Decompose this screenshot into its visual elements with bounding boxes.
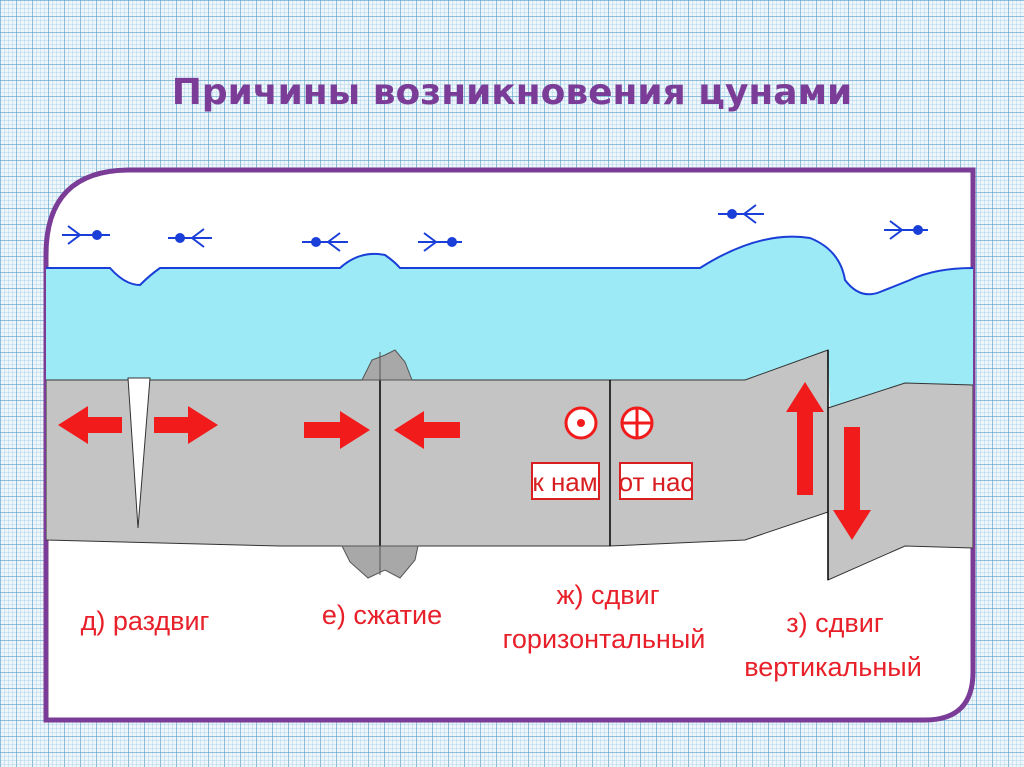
label-horizontal-shift-1: ж) сдвиг (556, 580, 659, 610)
current-arrow-left-1 (168, 228, 212, 248)
toward-label: к нам (532, 467, 597, 497)
arrow-up-vertical (786, 382, 824, 495)
crust-left (46, 379, 381, 547)
water-surface (46, 235, 973, 296)
arrow-left-compression (394, 411, 460, 449)
arrow-right-divergence (154, 406, 218, 444)
current-arrow-left-2 (302, 232, 348, 252)
arrow-left-divergence (58, 406, 122, 444)
compression-bulge-top (361, 349, 413, 381)
motion-arrows (58, 382, 871, 540)
label-compression: е) сжатие (322, 600, 442, 630)
current-arrow-left-3 (718, 204, 764, 224)
rift-crack (127, 377, 151, 529)
label-vertical-shift-1: з) сдвиг (786, 608, 884, 638)
away-label: от нас (619, 467, 694, 497)
label-vertical-shift-2: вертикальный (744, 652, 922, 682)
current-arrow-right-2 (418, 232, 462, 252)
current-arrows (62, 204, 928, 252)
current-arrow-right-3 (884, 220, 928, 240)
current-arrow-right-1 (62, 225, 110, 245)
label-horizontal-shift-2: горизонтальный (503, 624, 706, 654)
arrow-down-vertical (833, 427, 871, 540)
page-title: Причины возникновения цунами (171, 72, 853, 113)
away-symbol (620, 406, 654, 440)
water-layer (46, 236, 973, 408)
label-divergence: д) раздвиг (81, 606, 210, 636)
arrow-right-compression (304, 411, 370, 449)
toward-symbol (564, 406, 598, 440)
